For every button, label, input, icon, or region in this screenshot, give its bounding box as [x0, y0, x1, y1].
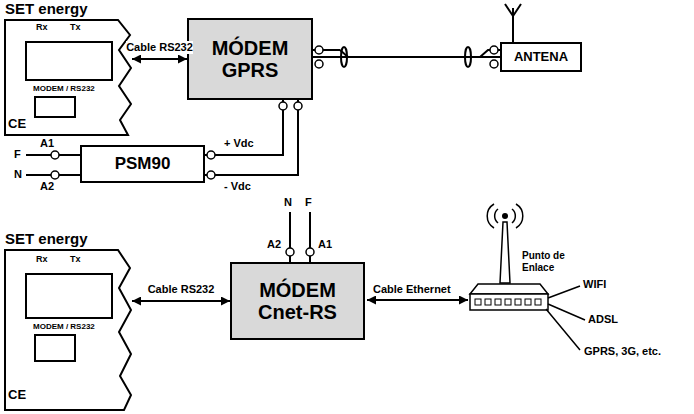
cable-connector	[132, 300, 230, 302]
wire	[205, 100, 298, 175]
signal-waves	[487, 204, 523, 228]
antenna-symbol	[505, 4, 521, 42]
router-port	[515, 299, 521, 305]
terminal	[207, 151, 215, 159]
terminal	[286, 248, 294, 256]
terminal	[315, 60, 323, 68]
part-label: GPRS, 3G, etc.	[584, 345, 661, 358]
power-supply-box: PSM90	[80, 145, 205, 183]
cable-connector	[132, 58, 187, 60]
device-port	[35, 97, 75, 117]
router-port	[535, 299, 541, 305]
wire	[59, 174, 80, 176]
device-outline	[5, 250, 131, 410]
part-label: MODEM / RS232	[33, 322, 95, 331]
part-label: Rx	[36, 254, 48, 264]
device-display	[26, 42, 112, 80]
terminal	[51, 171, 59, 179]
part-label: Punto de Enlace	[522, 250, 572, 273]
router-port	[475, 299, 481, 305]
cable-connector	[205, 100, 283, 155]
terminal	[207, 171, 215, 179]
coax-symbol	[341, 47, 347, 67]
device-panel: SET energy	[5, 1, 132, 135]
part-label: - Vdc	[224, 180, 251, 193]
device-outline	[5, 20, 131, 135]
part-label: A1	[40, 137, 54, 150]
part-label: CE	[8, 388, 26, 403]
device-port	[35, 335, 75, 361]
router-port	[485, 299, 491, 305]
wire	[26, 174, 51, 176]
terminal	[294, 102, 302, 110]
link-antenna	[500, 222, 510, 283]
coax-symbol	[465, 47, 471, 67]
device-title: SET energy	[5, 231, 88, 248]
device-title: SET energy	[5, 1, 88, 18]
terminal	[51, 151, 59, 159]
router-port	[495, 299, 501, 305]
router	[470, 294, 548, 310]
wire	[309, 212, 311, 248]
terminal	[490, 60, 498, 68]
part-label: A2	[267, 238, 281, 251]
wire	[26, 154, 51, 156]
part-label: Rx	[36, 22, 48, 32]
router-port	[505, 299, 511, 305]
part-label: CE	[8, 117, 26, 132]
part-label: MODEM / RS232	[33, 84, 95, 93]
part-label: A1	[318, 238, 332, 251]
device-panel: SET energy	[5, 231, 132, 410]
terminal	[279, 102, 287, 110]
modem-box: MÓDEM Cnet-RS	[230, 262, 365, 340]
part-label: Tx	[70, 22, 81, 32]
router	[470, 284, 548, 294]
terminal	[306, 248, 314, 256]
part-label: F	[305, 196, 312, 209]
cable-label: Cable RS232	[148, 283, 215, 296]
part-label: WIFI	[583, 278, 606, 291]
terminal	[315, 46, 323, 54]
ethernet-cable	[367, 299, 468, 301]
part-label: + Vdc	[224, 137, 254, 150]
part-label: ADSL	[588, 313, 618, 326]
router-port	[525, 299, 531, 305]
antenna-box: ANTENA	[500, 42, 582, 72]
terminal	[490, 46, 498, 54]
box-label: MÓDEM Cnet-RS	[246, 279, 350, 323]
part-label: N	[14, 168, 22, 181]
box-label: MÓDEM GPRS	[198, 37, 302, 81]
wire	[59, 154, 80, 156]
modem-box: MÓDEM GPRS	[187, 18, 313, 100]
device-display	[26, 274, 112, 318]
part-label: Tx	[70, 254, 81, 264]
part-label: N	[284, 196, 292, 209]
link-antenna	[502, 213, 508, 219]
part-label: A2	[40, 180, 54, 193]
cable-label: Cable RS232	[126, 41, 193, 54]
wire	[289, 212, 291, 248]
link-line	[546, 286, 585, 350]
part-label: F	[14, 148, 21, 161]
box-label: ANTENA	[514, 50, 568, 64]
box-label: PSM90	[115, 155, 171, 174]
part-label: Cable Ethernet	[373, 283, 451, 296]
